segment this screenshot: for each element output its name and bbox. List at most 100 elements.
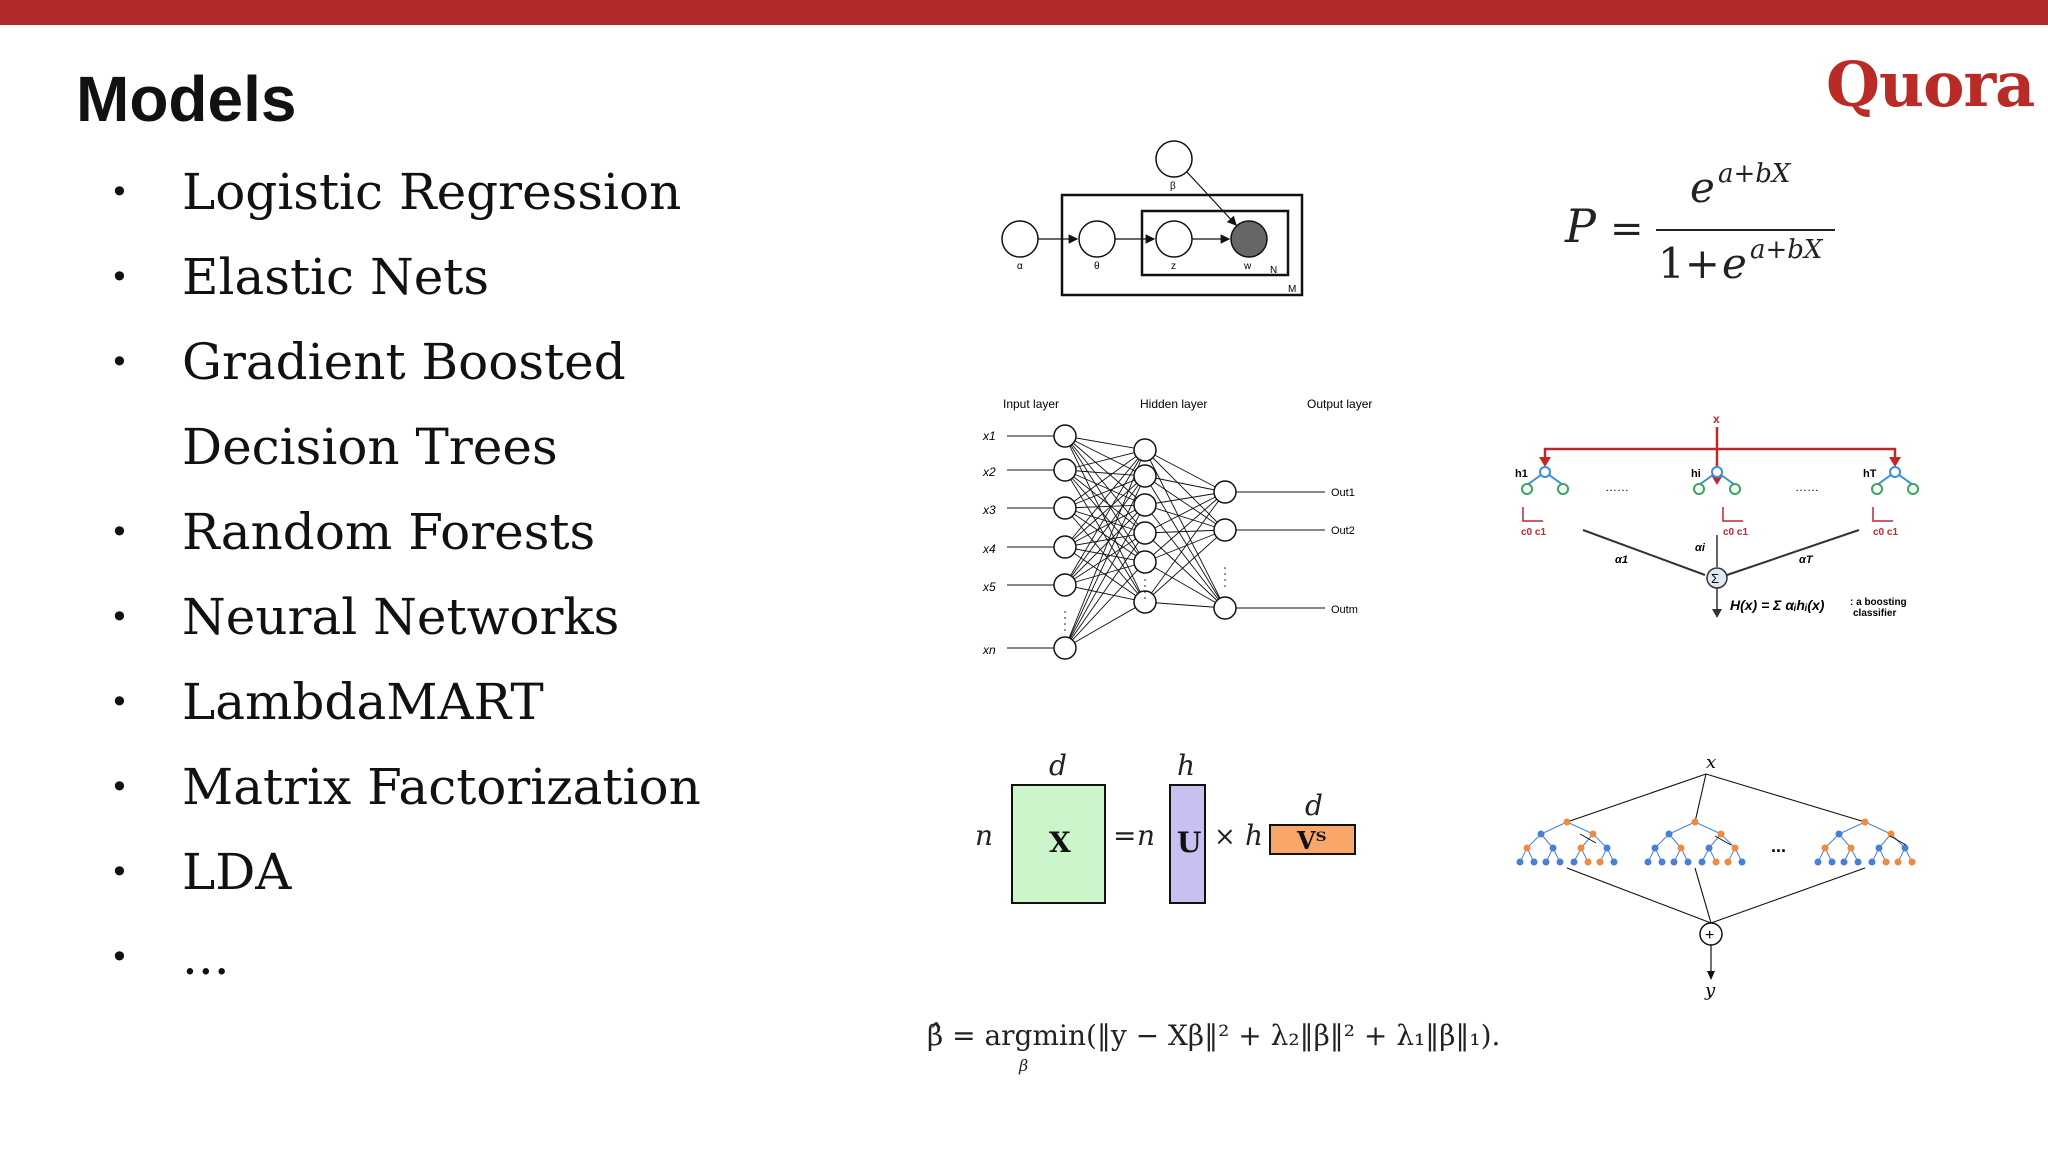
input-label: x1: [982, 429, 996, 443]
tree-node: [1670, 858, 1678, 866]
top-accent-bar: [0, 0, 2048, 25]
nn-edge: [1064, 435, 1146, 477]
nn-node: [1133, 438, 1157, 462]
lda-plate-diagram: α θ z w β N M: [1001, 140, 1304, 297]
nn-edge: [1144, 449, 1226, 531]
nn-node: [1053, 458, 1077, 482]
boost-x-label: x: [1713, 412, 1720, 426]
forest-dots: ...: [1771, 836, 1786, 856]
bullet-icon: •: [110, 598, 129, 636]
random-forest-diagram: x ... + y: [1516, 752, 1916, 1001]
nn-node: [1133, 550, 1157, 574]
forest-y-label: y: [1704, 980, 1716, 1001]
alpha-label: α: [1017, 261, 1023, 272]
nn-edge: [1064, 504, 1146, 509]
ellipsis-dot: [1144, 591, 1146, 593]
boost-note: classifier: [1853, 608, 1896, 619]
tree-node: [1610, 858, 1618, 866]
times: ×: [1214, 822, 1236, 852]
bullet-icon: •: [110, 853, 129, 891]
elastic-net-equation: β̂ = argmin(‖y − Xβ‖² + λ₂‖β‖² + λ₁‖β‖₁)…: [927, 1019, 1500, 1052]
nn-edge: [1064, 475, 1146, 586]
tree-edge: [1864, 821, 1892, 835]
dots: ……: [1605, 480, 1629, 494]
forest-arrow: [1566, 773, 1707, 823]
tree-node: [1537, 830, 1545, 838]
tree-node: [1887, 830, 1895, 838]
beta-label: β: [1170, 181, 1176, 192]
tree-node: [1665, 830, 1673, 838]
tree-node: [1738, 858, 1746, 866]
nn-edge: [1064, 449, 1146, 471]
nn-edge: [1064, 469, 1146, 506]
tree-node: [1712, 858, 1720, 866]
tree-node: [1717, 830, 1725, 838]
denominator-exponent: a+bX: [1750, 235, 1824, 265]
bullet-icon: •: [110, 768, 129, 806]
input-layer-label: Input layer: [1003, 397, 1059, 411]
h-label: h: [1177, 749, 1195, 782]
tree-node: [1603, 844, 1611, 852]
numerator-e: e: [1690, 163, 1715, 212]
bullet-icon: •: [110, 938, 129, 976]
ellipsis-dot: [1144, 585, 1146, 587]
nn-edge: [1144, 601, 1226, 609]
tree-node: [1847, 844, 1855, 852]
nn-node: [1213, 518, 1237, 542]
n-label: n: [1137, 819, 1155, 852]
equals: =: [1610, 206, 1644, 252]
bullet-icon: •: [110, 258, 129, 296]
z-node: [1155, 220, 1193, 258]
nn-edge: [1064, 449, 1146, 509]
bullet-icon: •: [110, 683, 129, 721]
boost-formula: H(x) = Σ αᵢhᵢ(x): [1730, 597, 1825, 613]
nn-edge: [1064, 532, 1146, 548]
nn-edge: [1064, 449, 1146, 649]
output-label: Out1: [1331, 487, 1355, 499]
nn-edge: [1064, 532, 1146, 649]
tree-node: [1530, 858, 1538, 866]
nn-node: [1133, 493, 1157, 517]
ellipsis-dot: [1064, 629, 1066, 631]
nn-edge: [1064, 504, 1146, 586]
nn-edge: [1064, 504, 1146, 548]
nn-node: [1213, 480, 1237, 504]
nn-edge: [1064, 449, 1146, 586]
ellipsis-dot: [1224, 579, 1226, 581]
nn-edge: [1144, 504, 1226, 531]
tree-edge: [1566, 821, 1594, 835]
matrix-u-label: U: [1177, 826, 1201, 859]
list-item: •Random Forests: [110, 490, 942, 575]
decision-tree: [1516, 773, 1712, 924]
nn-edge: [1064, 469, 1146, 603]
tree-node: [1868, 858, 1876, 866]
tree-node: [1556, 858, 1564, 866]
nn-edge: [1064, 561, 1146, 586]
nn-edge: [1064, 449, 1146, 548]
tree-node: [1570, 858, 1578, 866]
tree-edge: [1694, 821, 1722, 835]
matrix-x-label: X: [1049, 826, 1071, 859]
path-arrow: [1579, 833, 1597, 844]
alphai-label: αi: [1695, 542, 1706, 554]
nn-edge: [1144, 529, 1226, 563]
tree-node: [1731, 844, 1739, 852]
list-item: •...: [110, 915, 942, 1000]
nn-node: [1053, 636, 1077, 660]
list-item: •Logistic Regression: [110, 150, 942, 235]
nn-edge: [1144, 449, 1226, 609]
tree-node: [1684, 858, 1692, 866]
tree-node: [1861, 818, 1869, 826]
forest-arrow: [1705, 773, 1866, 823]
d-label: d: [1305, 789, 1323, 822]
forest-arrow: [1694, 867, 1712, 924]
nn-edge: [1144, 491, 1226, 506]
ellipsis-dot: [1144, 579, 1146, 581]
tree-node: [1563, 818, 1571, 826]
dots: ……: [1795, 480, 1819, 494]
matrix-x: [1011, 784, 1106, 904]
list-item: •LambdaMART: [110, 660, 942, 745]
nn-edge: [1144, 491, 1226, 563]
nn-edge: [1144, 449, 1226, 493]
tree-node: [1516, 858, 1524, 866]
